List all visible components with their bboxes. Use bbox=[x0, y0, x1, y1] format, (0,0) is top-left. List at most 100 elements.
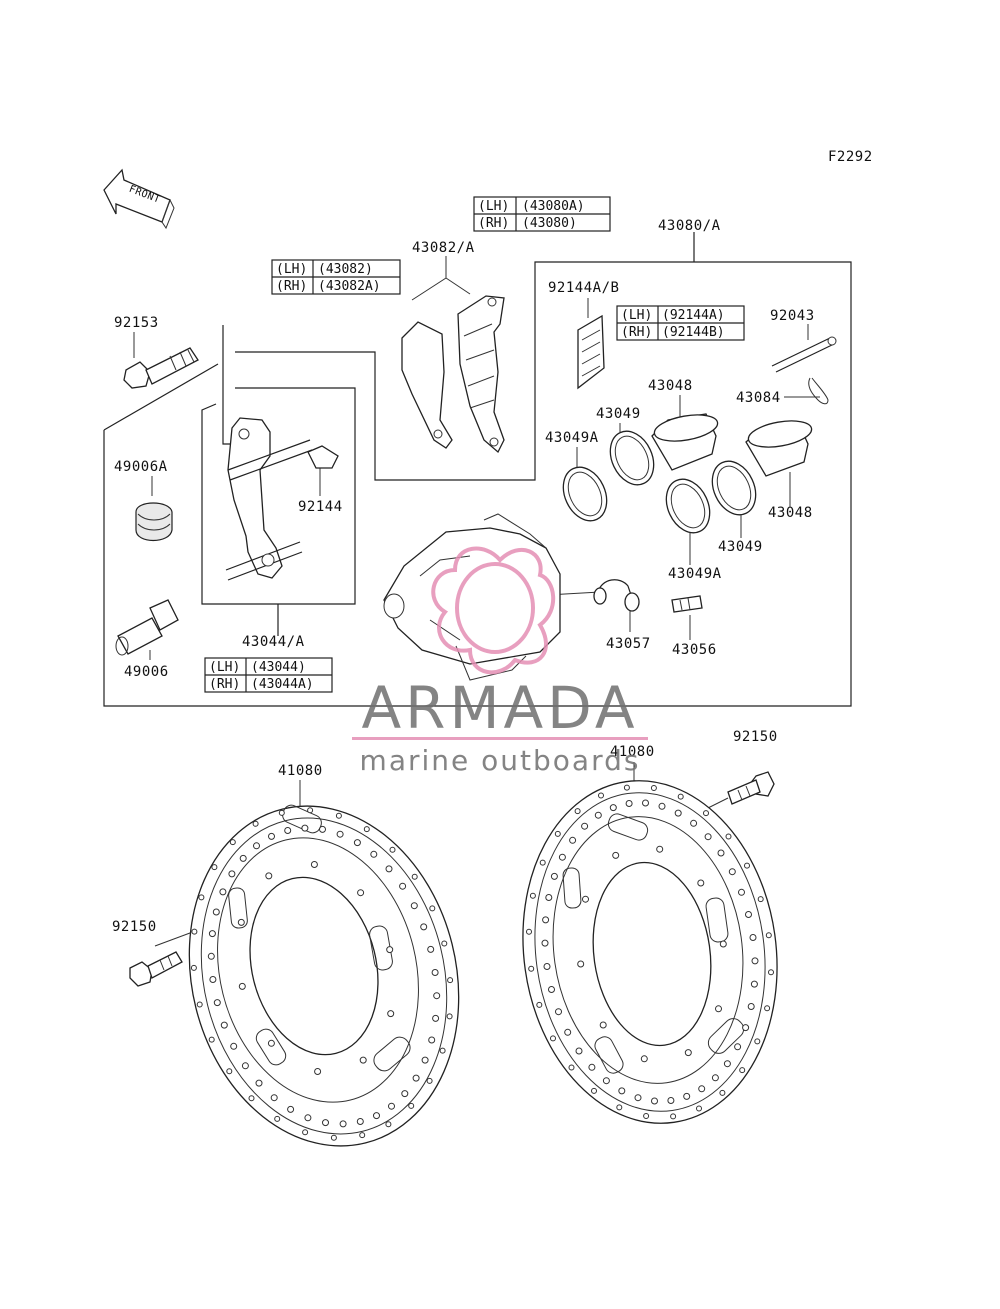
label-49006A: 49006A bbox=[114, 459, 168, 475]
disc-hole bbox=[558, 853, 566, 861]
disc-hole bbox=[431, 969, 439, 976]
label-41080-left: 41080 bbox=[278, 763, 323, 779]
disc-hole bbox=[229, 839, 236, 846]
boot-49006A bbox=[135, 502, 173, 542]
disc-hole bbox=[656, 845, 664, 853]
disc-hole bbox=[616, 1104, 623, 1111]
bleeder-cap bbox=[593, 579, 640, 612]
disc-hole bbox=[230, 1042, 238, 1050]
disc-hole bbox=[698, 1085, 706, 1093]
disc-hole bbox=[744, 862, 750, 869]
disc-hole bbox=[594, 811, 602, 819]
label-43084: 43084 bbox=[736, 390, 781, 406]
watermark-tagline: marine outboards bbox=[360, 744, 641, 777]
label-43048-top: 43048 bbox=[648, 378, 693, 394]
svg-text:(LH): (LH) bbox=[209, 660, 240, 675]
disc-hole bbox=[725, 833, 732, 840]
disc-hole bbox=[704, 833, 712, 841]
disc-hole bbox=[330, 1134, 337, 1141]
disc-hole bbox=[213, 999, 221, 1007]
table-43080: (LH) (43080A) (RH) (43080) bbox=[473, 196, 611, 232]
svg-text:(43082A): (43082A) bbox=[318, 279, 381, 294]
disc-hole bbox=[598, 792, 604, 799]
disc-hole bbox=[447, 977, 454, 984]
brake-pad-right bbox=[457, 295, 505, 454]
caliper-assembly-frame bbox=[103, 232, 852, 707]
disc-hole bbox=[757, 896, 764, 903]
disc-hole bbox=[623, 784, 630, 791]
brake-disc-left bbox=[188, 804, 460, 1147]
label-49006: 49006 bbox=[124, 664, 169, 680]
disc-hole bbox=[255, 1079, 263, 1087]
svg-text:(RH): (RH) bbox=[621, 325, 652, 340]
disc-hole bbox=[248, 1095, 255, 1102]
disc-hole bbox=[190, 964, 197, 971]
disc-hole bbox=[267, 1039, 275, 1047]
disc-hole bbox=[642, 799, 649, 807]
disc-hole bbox=[421, 1056, 429, 1064]
disc-hole bbox=[387, 1010, 395, 1018]
disc-hole bbox=[420, 923, 428, 931]
armada-logo bbox=[431, 546, 556, 675]
disc-hole bbox=[385, 865, 393, 873]
disc-hole bbox=[411, 873, 418, 880]
brake-pad-left bbox=[401, 321, 453, 449]
disc-hole bbox=[220, 1021, 228, 1029]
disc-hole bbox=[745, 911, 752, 918]
disc-hole bbox=[719, 940, 727, 948]
label-43080A: 43080/A bbox=[658, 218, 721, 234]
disc-hole bbox=[307, 807, 314, 814]
disc-hole bbox=[602, 1077, 610, 1085]
disc-hole bbox=[764, 1005, 771, 1012]
svg-text:(RH): (RH) bbox=[209, 677, 240, 692]
pin-clip bbox=[808, 377, 829, 405]
disc-hole bbox=[302, 1129, 309, 1136]
disc-hole bbox=[554, 830, 561, 837]
disc-hole bbox=[385, 1121, 392, 1128]
disc-hole bbox=[389, 846, 396, 853]
piston-a bbox=[651, 413, 719, 471]
disc-hole bbox=[568, 1064, 575, 1071]
disc-hole bbox=[209, 976, 217, 983]
disc-hole bbox=[651, 1097, 658, 1105]
disc-hole bbox=[310, 861, 318, 868]
disc-hole bbox=[335, 812, 342, 819]
label-43049-top: 43049 bbox=[596, 406, 641, 422]
disc-hole bbox=[219, 888, 227, 896]
disc-hole bbox=[612, 851, 620, 859]
disc-hole bbox=[429, 905, 436, 912]
disc-hole bbox=[432, 1014, 440, 1022]
bracket-frame bbox=[201, 325, 356, 636]
disc-hole bbox=[336, 830, 344, 838]
disc-hole bbox=[658, 802, 666, 810]
svg-text:(92144A): (92144A) bbox=[662, 308, 725, 323]
table-43082: (LH) (43082) (RH) (43082A) bbox=[271, 259, 401, 295]
armada-watermark: ARMADA marine outboards bbox=[352, 546, 648, 777]
disc-hole bbox=[410, 902, 418, 910]
disc-hole bbox=[274, 1115, 281, 1122]
svg-text:(43044A): (43044A) bbox=[251, 677, 314, 692]
disc-hole bbox=[697, 879, 705, 887]
disc-hole bbox=[314, 1068, 322, 1075]
bolt-92150-right bbox=[727, 771, 775, 805]
disc-hole bbox=[265, 872, 273, 880]
bolt-92153 bbox=[123, 347, 199, 389]
label-43056: 43056 bbox=[672, 642, 717, 658]
disc-hole bbox=[739, 1067, 746, 1074]
disc-hole bbox=[241, 1062, 249, 1070]
disc-hole bbox=[683, 1092, 691, 1100]
disc-hole bbox=[408, 1102, 415, 1109]
disc-hole bbox=[270, 1094, 278, 1102]
label-43082A: 43082/A bbox=[412, 240, 475, 256]
label-92144: 92144 bbox=[298, 499, 343, 515]
disc-hole bbox=[715, 1005, 722, 1013]
disc-hole bbox=[728, 868, 736, 876]
disc-hole bbox=[548, 986, 555, 993]
disc-hole bbox=[287, 1105, 295, 1113]
disc-hole bbox=[370, 850, 378, 858]
disc-hole bbox=[426, 1077, 433, 1084]
disc-hole bbox=[747, 1003, 755, 1010]
watermark-brand: ARMADA bbox=[361, 674, 638, 742]
disc-hole bbox=[696, 1105, 702, 1112]
